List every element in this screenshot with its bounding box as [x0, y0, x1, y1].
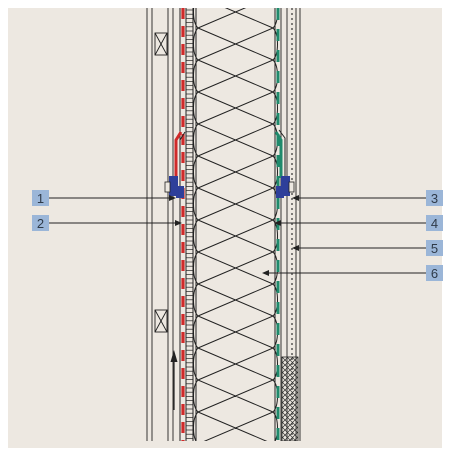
svg-text:2: 2: [37, 216, 44, 231]
callout-5: 5: [426, 240, 443, 256]
svg-text:1: 1: [37, 191, 44, 206]
svg-text:4: 4: [431, 216, 438, 231]
callout-4: 4: [426, 215, 443, 231]
vapour-barrier: [179, 8, 185, 441]
callout-lines: [48, 197, 426, 274]
callout-3: 3: [426, 190, 443, 206]
callout-arrowheads: [169, 195, 299, 276]
callout-1: 1: [32, 190, 49, 206]
callout-6: 6: [426, 265, 443, 281]
plinth-hatch: [281, 356, 299, 441]
diagram-panel: [8, 8, 442, 448]
fixing-detail-right: [274, 129, 295, 198]
callout-2: 2: [32, 215, 49, 231]
svg-text:5: 5: [431, 241, 438, 256]
inner-lining: [146, 8, 174, 441]
board-layer: [185, 8, 194, 441]
batten-cross-bottom: [154, 309, 168, 333]
svg-text:3: 3: [431, 191, 438, 206]
airflow-arrow-icon: [170, 350, 178, 410]
svg-text:6: 6: [431, 266, 438, 281]
batten-cross-top: [154, 32, 168, 56]
fixing-detail-left: [164, 131, 186, 198]
